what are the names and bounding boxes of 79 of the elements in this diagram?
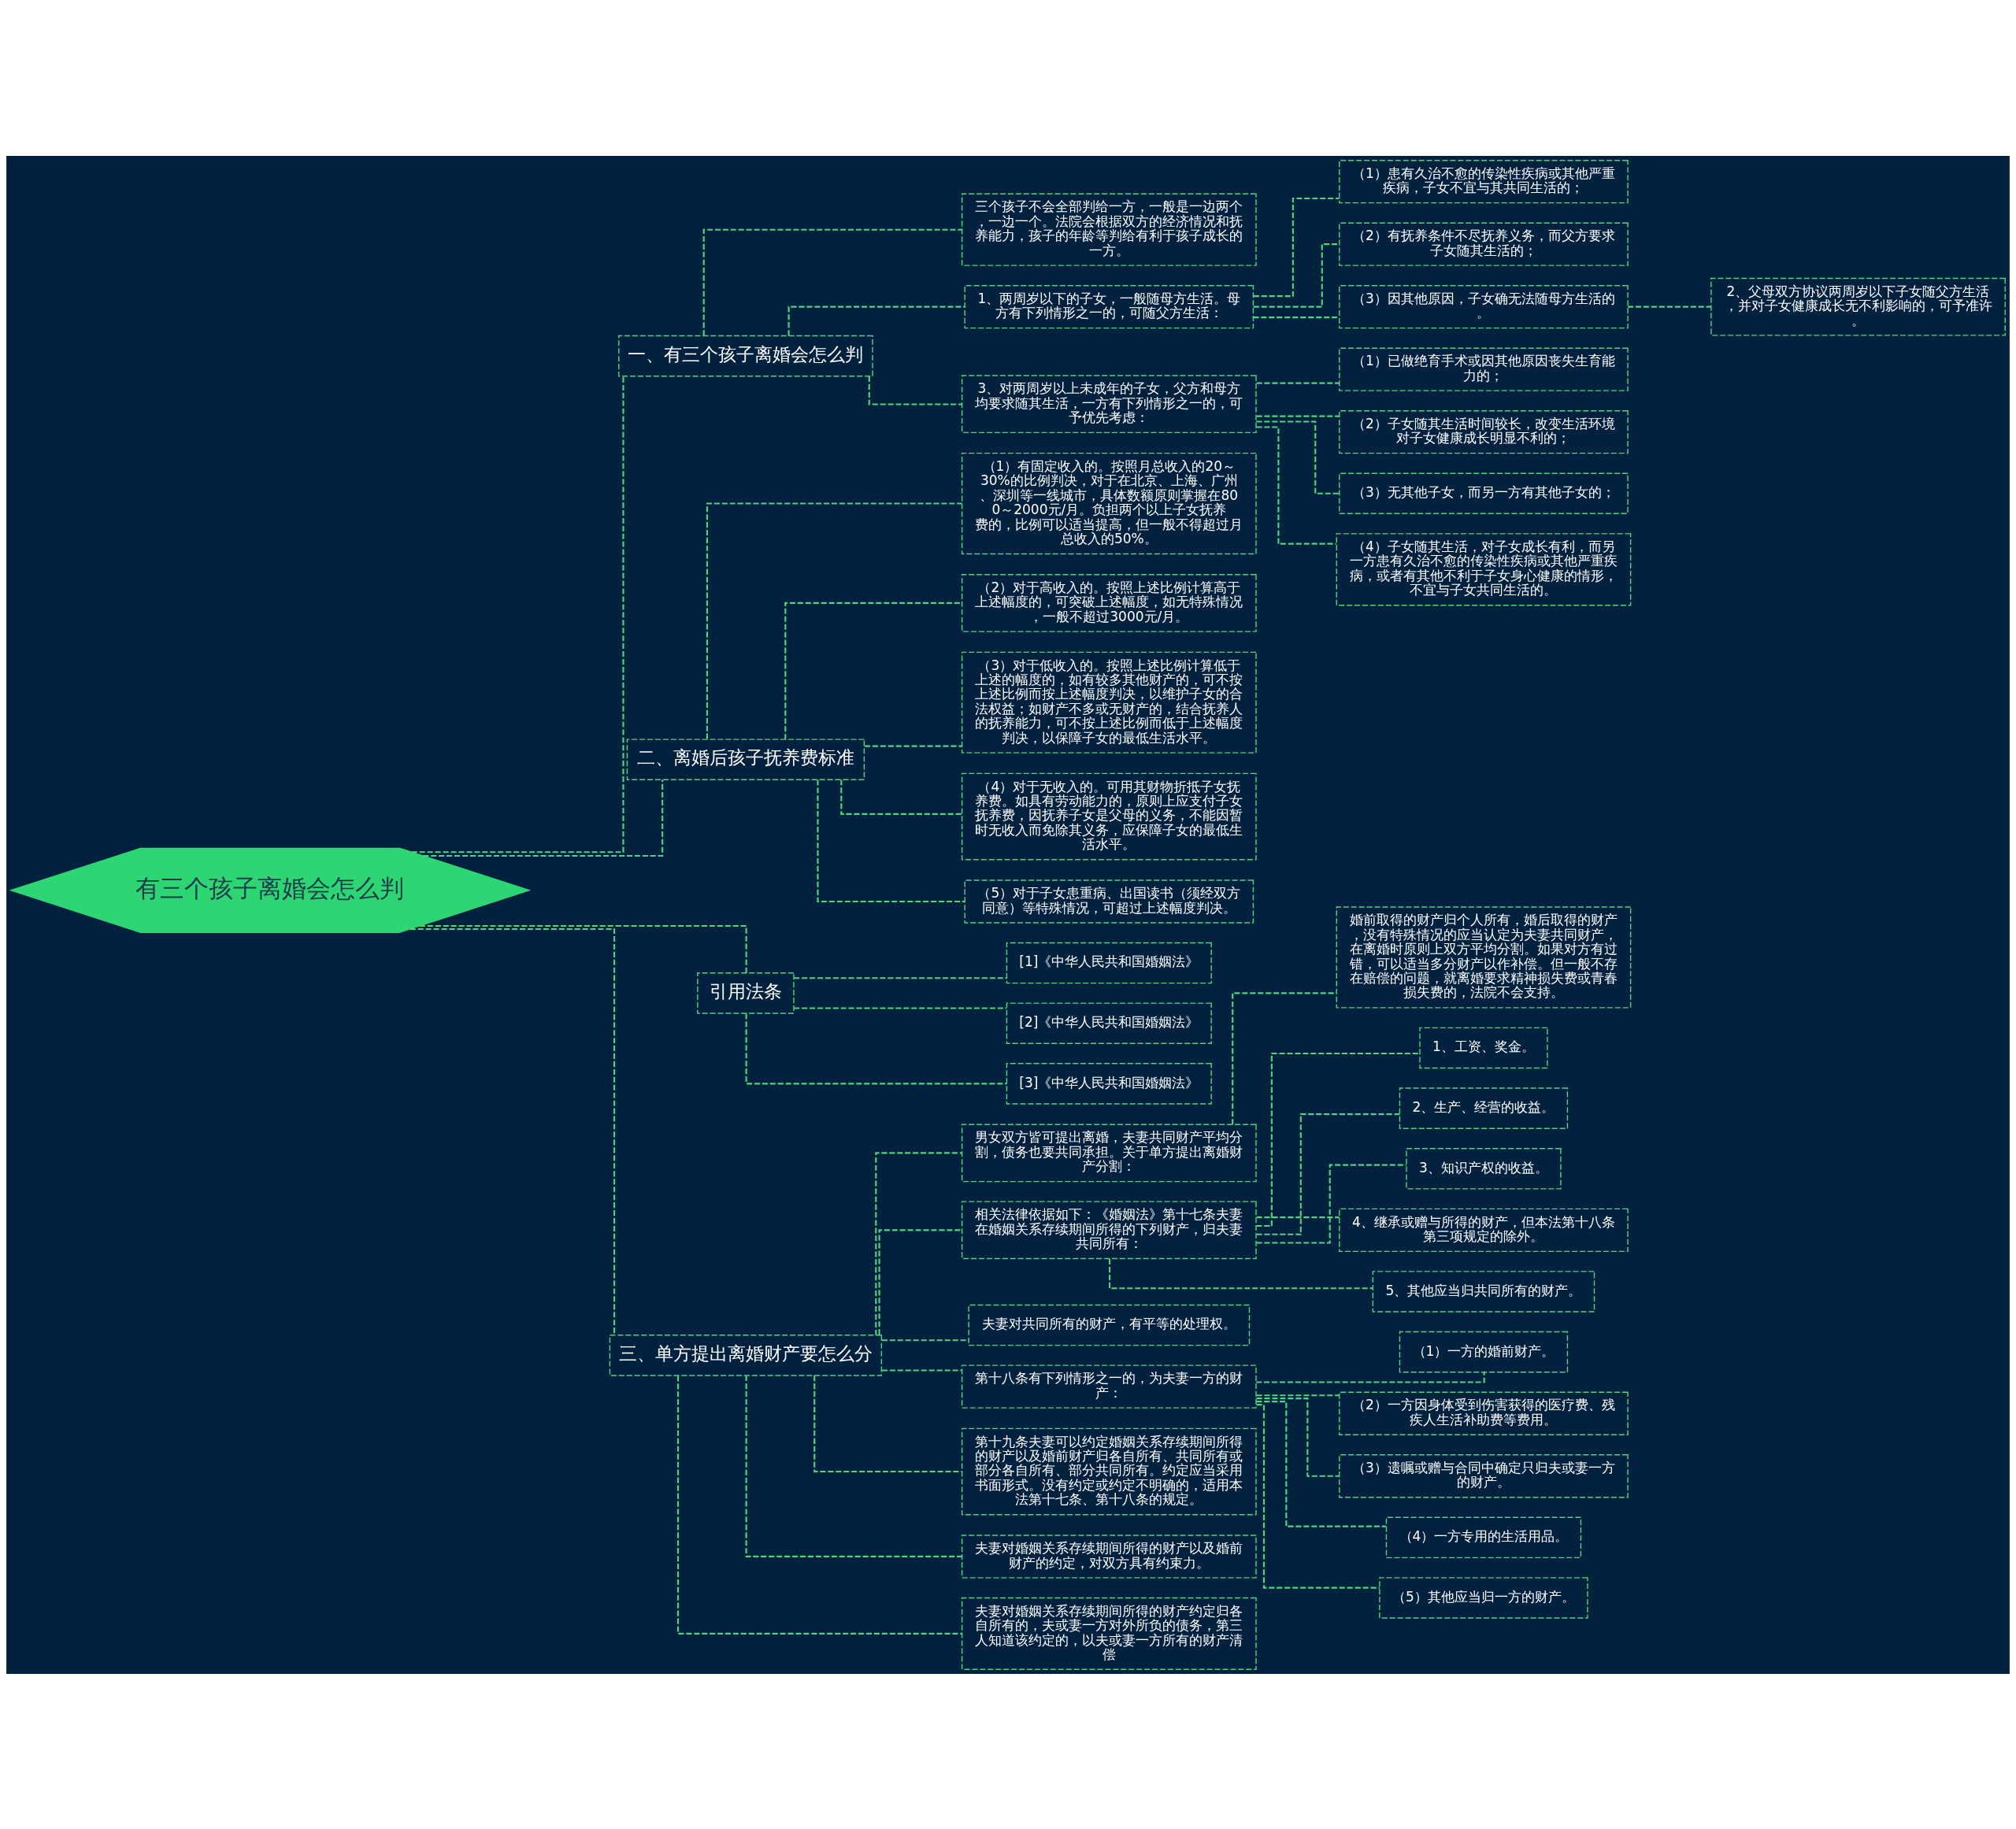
node-box: [1]《中华人民共和国婚姻法》 xyxy=(1006,942,1212,983)
node-box: 夫妻对婚姻关系存续期间所得的财产约定归各自所有的，夫或妻一方对外所负的债务，第三人知道该约定的，以夫或妻一方所有的财产清偿 xyxy=(961,1597,1257,1670)
connector xyxy=(878,1228,962,1335)
connector xyxy=(676,1375,962,1635)
node-box: （1）患有久治不愈的传染性疾病或其他严重疾病，子女不宜与其共同生活的； xyxy=(1339,159,1629,203)
connector xyxy=(1256,425,1336,545)
connector xyxy=(1256,1394,1340,1396)
node-box: 2、父母双方协议两周岁以下子女随父方生活，并对子女健康成长无不利影响的，可予准许。 xyxy=(1710,277,2006,336)
connector xyxy=(840,779,962,815)
connector xyxy=(784,602,962,739)
node-box: （5）其他应当归一方的财产。 xyxy=(1379,1576,1588,1619)
connector xyxy=(1256,1403,1380,1589)
node-box: （4）子女随其生活，对子女成长有利，而另一方患有久治不愈的传染性疾病或其他严重疾病，或者有其他不利于子女身心健康的情形，不宜与子女共同生活的。 xyxy=(1336,532,1632,605)
node-box: 男女双方皆可提出离婚，夫妻共同财产平均分割，债务也要共同承担。关于单方提出离婚财产分割： xyxy=(961,1124,1257,1182)
node-box: 2、生产、经营的收益。 xyxy=(1399,1087,1569,1129)
connector xyxy=(1256,415,1340,417)
node-box: （1）有固定收入的。按照月总收入的20～30%的比例判决，对于在北京、上海、广州、深圳等一线城市，具体数额原则掌握在800～2000元/月。负担两个以上子女抚养费的，比例可以适当提高，但一般不得超过月总收入的50%。 xyxy=(961,452,1257,554)
connector xyxy=(745,1013,1007,1084)
connector xyxy=(794,976,1007,979)
connector xyxy=(1256,382,1340,384)
connector xyxy=(745,1375,962,1557)
connector xyxy=(423,779,664,857)
connector xyxy=(1253,316,1340,318)
node-box: 引用法条 xyxy=(697,972,795,1014)
node-box: （2）对于高收入的。按照上述比例计算高于上述幅度的，可突破上述幅度，如无特殊情况，一般不超过3000元/月。 xyxy=(961,573,1257,632)
connector xyxy=(817,779,965,902)
connector xyxy=(882,1338,969,1341)
node-box: （3）无其他子女，而另一方有其他子女的； xyxy=(1339,472,1629,514)
node-box: 三个孩子不会全部判给一方，一般是一边两个，一边一个。法院会根据双方的经济情况和抚养能力，孩子的年龄等判给有利于孩子成长的一方。 xyxy=(961,193,1257,266)
node-box: 3、对两周岁以上未成年的子女，父方和母方均要求随其生活，一方有下列情形之一的，可予优先考虑： xyxy=(961,374,1257,433)
connector xyxy=(813,1375,962,1472)
node-box: （4）一方专用的生活用品。 xyxy=(1385,1516,1582,1558)
connector xyxy=(1108,1258,1373,1289)
node-box: （4）对于无收入的。可用其财物折抵子女抚养费。如具有劳动能力的，原则上应支付子女抚养费，因抚养子女是父母的义务，不能因暂时无收入而免除其义务，应保障子女的最低生活水平。 xyxy=(961,772,1257,860)
connector xyxy=(1256,1113,1400,1235)
node-box: 二、离婚后孩子抚养费标准 xyxy=(626,738,865,780)
connector xyxy=(788,305,965,335)
connector xyxy=(411,376,624,853)
connector xyxy=(1256,1052,1420,1227)
node-box: 一、有三个孩子离婚会怎么判 xyxy=(618,335,873,376)
connector xyxy=(1256,1400,1387,1527)
connector xyxy=(1256,1164,1406,1244)
connector xyxy=(702,228,962,335)
connector xyxy=(1256,1216,1340,1218)
connector xyxy=(1253,197,1340,297)
node-box: 5、其他应当归共同所有的财产。 xyxy=(1372,1270,1595,1313)
connector xyxy=(882,1368,962,1372)
connector xyxy=(420,924,747,973)
node-box: 相关法律依据如下：《婚姻法》第十七条夫妻在婚姻关系存续期间所得的下列财产，归夫妻共同所有： xyxy=(961,1200,1257,1259)
node-box: （2）一方因身体受到伤害获得的医疗费、残疾人生活补助费等费用。 xyxy=(1339,1391,1629,1435)
node-box: 第十八条有下列情形之一的，为夫妻一方的财产： xyxy=(961,1364,1257,1409)
node-box: （2）子女随其生活时间较长，改变生活环境对子女健康成长明显不利的； xyxy=(1339,409,1629,454)
connector xyxy=(1628,305,1711,308)
node-box: 4、继承或赠与所得的财产，但本法第十八条第三项规定的除外。 xyxy=(1339,1208,1629,1252)
node-box: 三、单方提出离婚财产要怎么分 xyxy=(609,1334,883,1376)
node-box: 夫妻对婚姻关系存续期间所得的财产以及婚前财产的约定，对双方具有约束力。 xyxy=(961,1534,1257,1579)
connector xyxy=(794,1007,1007,1009)
node-box: 婚前取得的财产归个人所有，婚后取得的财产，没有特殊情况的应当认定为夫妻共同财产，在离婚时原则上双方平均分割。如果对方有过错，可以适当多分财产以作补偿。但一般不存在赔偿的问题，就离婚要求精神损失费或青春损失费的，法院不会支持。 xyxy=(1336,905,1632,1009)
node-box: [3]《中华人民共和国婚姻法》 xyxy=(1006,1062,1212,1105)
node-box: （1）已做绝育手术或因其他原因丧失生育能力的； xyxy=(1339,347,1629,391)
connector xyxy=(410,927,616,1335)
connector xyxy=(1256,1397,1340,1477)
connector xyxy=(706,502,962,739)
node-box: 1、两周岁以下的子女，一般随母方生活。母方有下列情形之一的，可随父方生活： xyxy=(964,284,1254,328)
node-box: （3）遗嘱或赠与合同中确定只归夫或妻一方的财产。 xyxy=(1339,1453,1629,1498)
connector xyxy=(865,745,962,747)
node-box: （3）因其他原因，子女确无法随母方生活的。 xyxy=(1339,284,1629,328)
node-box: 夫妻对共同所有的财产，有平等的处理权。 xyxy=(968,1304,1251,1346)
connector xyxy=(868,376,962,405)
node-box: （5）对于子女患重病、出国读书（须经双方同意）等特殊情况，可超过上述幅度判决。 xyxy=(964,879,1254,924)
node-box: 第十九条夫妻可以约定婚姻关系存续期间所得的财产以及婚前财产归各自所有、共同所有或部分各自所有、部分共同所有。约定应当采用书面形式。没有约定或约定不明确的，适用本法第十七条、第十八条的规定。 xyxy=(961,1427,1257,1515)
node-box: （2）有抚养条件不尽抚养义务，而父方要求子女随其生活的； xyxy=(1339,221,1629,266)
connector xyxy=(875,1151,962,1335)
node-box: [2]《中华人民共和国婚姻法》 xyxy=(1006,1002,1212,1044)
connector xyxy=(1256,1372,1485,1383)
node-box: 3、知识产权的收益。 xyxy=(1406,1147,1562,1190)
node-box: 1、工资、奖金。 xyxy=(1419,1027,1548,1068)
node-box: （1）一方的婚前财产。 xyxy=(1399,1331,1569,1372)
node-box: （3）对于低收入的。按照上述比例计算低于上述的幅度的，如有较多其他财产的，可不按上述比例而按上述幅度判决，以维护子女的合法权益；如财产不多或无财产的，结合抚养人的抚养能力，可不按上述比例而低于上述幅度判决，以保障子女的最低生活水平。 xyxy=(961,651,1257,753)
